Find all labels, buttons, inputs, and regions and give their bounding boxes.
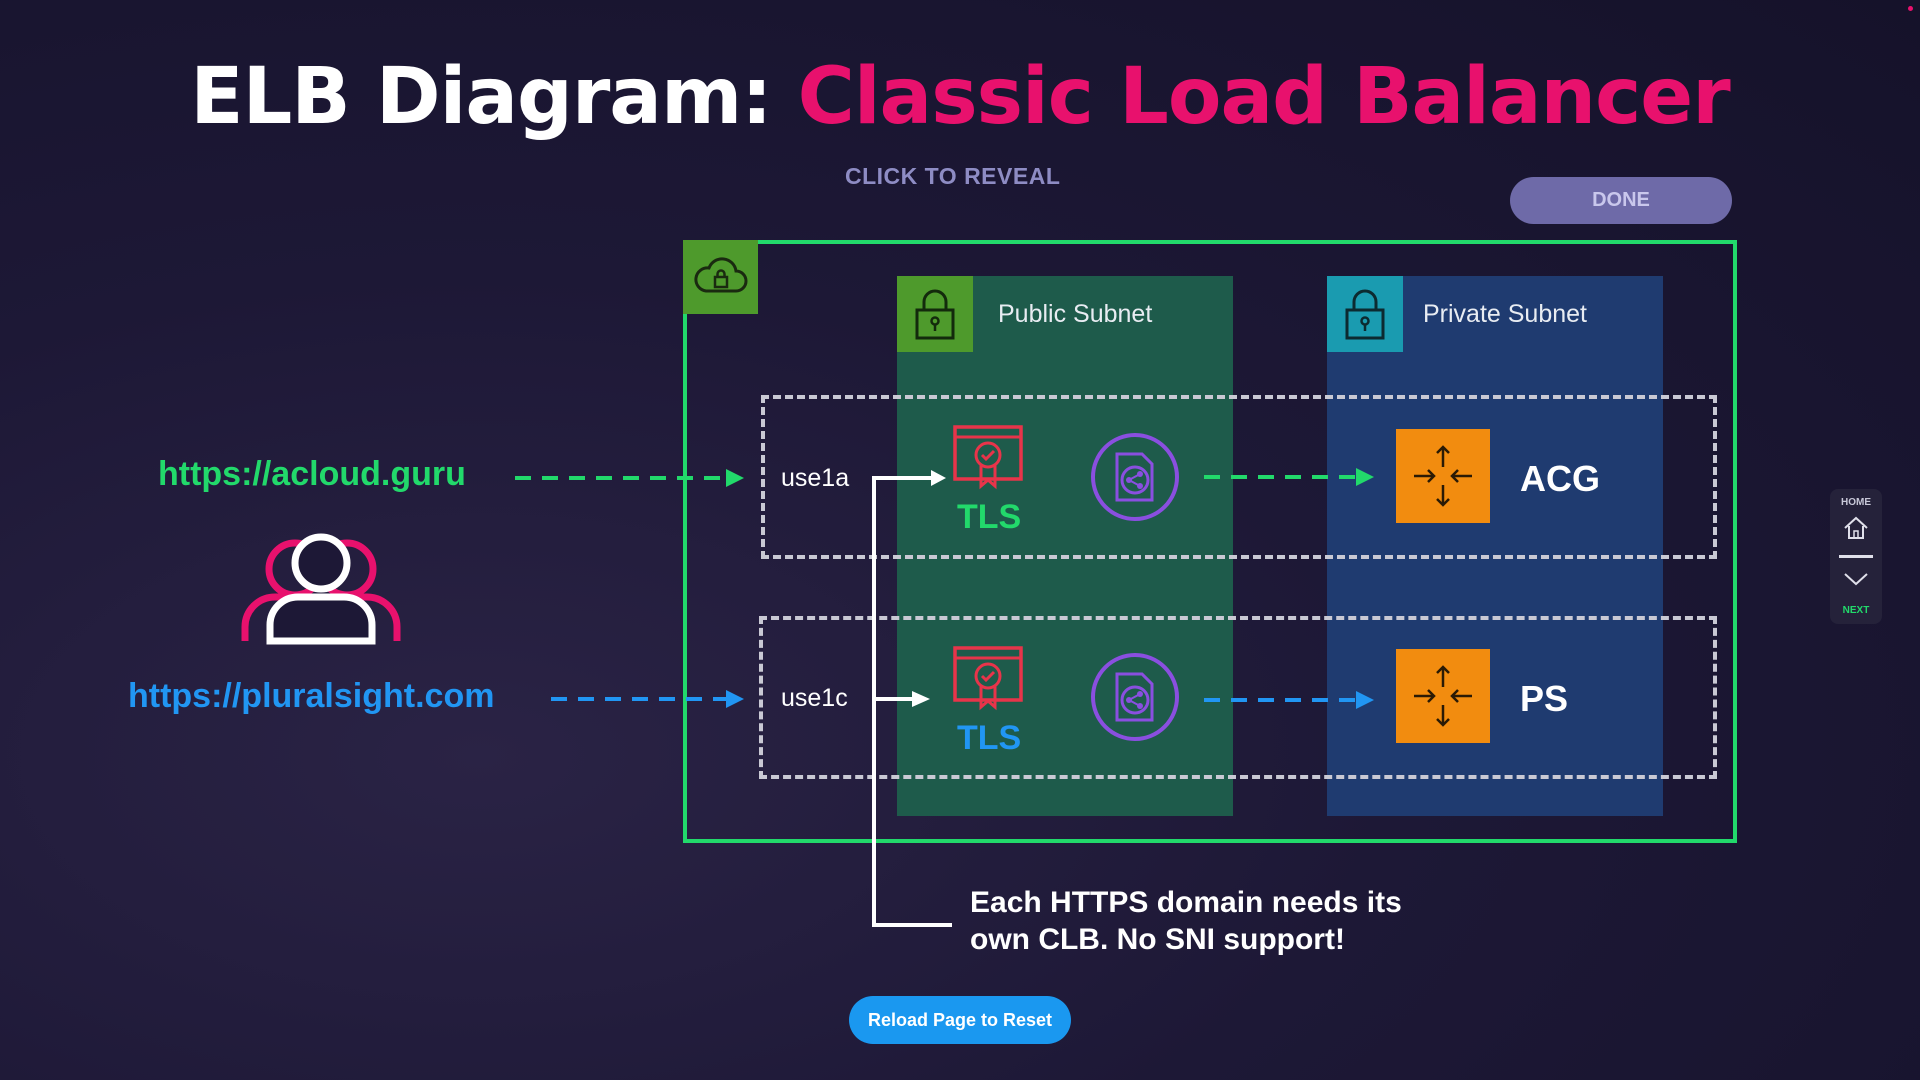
arrowhead-acg-in	[726, 469, 744, 487]
tls-label-use1a: TLS	[957, 498, 1022, 536]
target-label-acg: ACG	[1520, 458, 1600, 499]
chevron-down-icon[interactable]	[1843, 571, 1869, 592]
nav-divider	[1839, 555, 1873, 558]
done-button[interactable]: DONE	[1510, 177, 1732, 224]
click-to-reveal[interactable]: CLICK TO REVEAL	[845, 163, 1061, 189]
nav-home-label: HOME	[1841, 497, 1871, 508]
home-icon[interactable]	[1843, 515, 1869, 546]
load-balancer-icon	[1090, 432, 1180, 527]
ec2-target-icon	[1396, 429, 1490, 523]
arrowhead-ps-in	[726, 690, 744, 708]
private-subnet	[1327, 276, 1663, 816]
arrowhead-acg-out	[1356, 468, 1374, 486]
az-box-use1a	[761, 395, 1717, 559]
note-connector	[872, 476, 952, 927]
padlock-icon	[1327, 276, 1403, 352]
arrowhead-tls-c	[912, 691, 930, 707]
title-main: ELB Diagram:	[190, 52, 798, 142]
az-label-use1c: use1c	[781, 684, 848, 712]
sni-note: Each HTTPS domain needs its own CLB. No …	[970, 884, 1402, 958]
sni-note-line2: own CLB. No SNI support!	[970, 923, 1345, 956]
vpc-boundary	[683, 240, 1737, 843]
load-balancer-icon	[1090, 652, 1180, 747]
certificate-icon	[952, 424, 1024, 499]
url-acloud-guru[interactable]: https://acloud.guru	[158, 455, 466, 493]
page-title: ELB Diagram: Classic Load Balancer	[0, 52, 1920, 142]
side-nav: HOME NEXT	[1830, 489, 1882, 624]
user-group-icon	[240, 533, 402, 650]
tls-label-use1c: TLS	[957, 719, 1022, 757]
indicator-dot	[1908, 6, 1913, 11]
arrowhead-tls-a	[931, 470, 946, 486]
nav-next-label[interactable]: NEXT	[1842, 605, 1870, 616]
padlock-icon	[897, 276, 973, 352]
sni-note-line1: Each HTTPS domain needs its	[970, 886, 1402, 919]
reload-button[interactable]: Reload Page to Reset	[849, 996, 1071, 1044]
arrowhead-ps-out	[1356, 691, 1374, 709]
title-accent: Classic Load Balancer	[797, 52, 1731, 142]
private-subnet-label: Private Subnet	[1423, 300, 1587, 328]
url-pluralsight[interactable]: https://pluralsight.com	[128, 677, 495, 715]
target-label-ps: PS	[1520, 678, 1569, 719]
public-subnet	[897, 276, 1233, 816]
cloud-lock-icon	[683, 240, 758, 314]
certificate-icon	[952, 645, 1024, 720]
ec2-target-icon	[1396, 649, 1490, 743]
public-subnet-label: Public Subnet	[998, 300, 1153, 328]
az-box-use1c	[759, 616, 1717, 779]
az-label-use1a: use1a	[781, 464, 850, 492]
